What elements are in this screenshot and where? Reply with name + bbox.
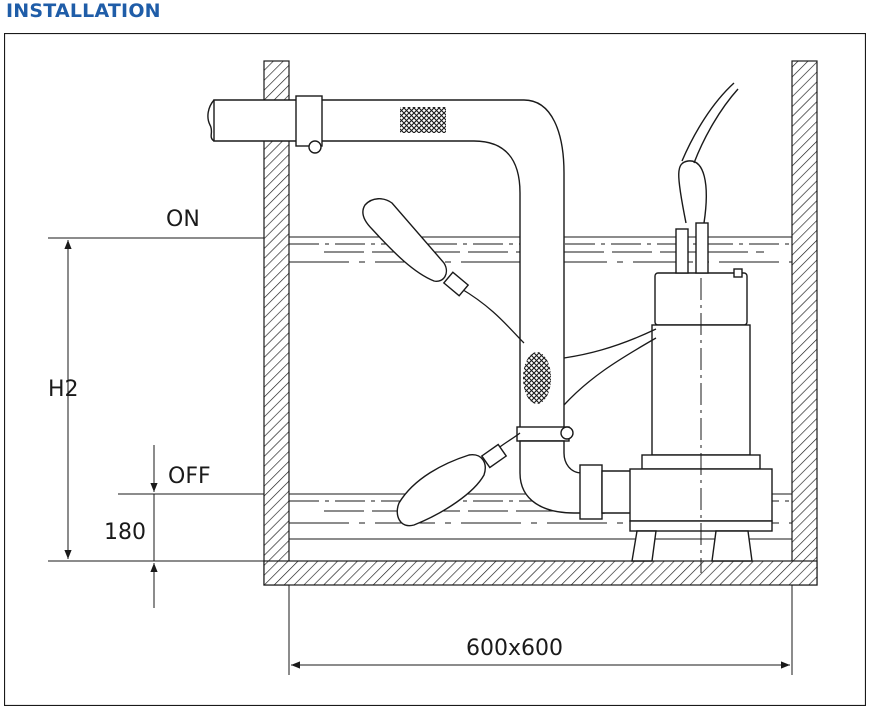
label-on: ON (166, 207, 200, 232)
dimensions (48, 237, 793, 675)
label-180: 180 (104, 520, 146, 545)
float-switch-lower (396, 443, 508, 527)
label-h2: H2 (48, 377, 79, 402)
pump (629, 82, 773, 573)
label-pit-size: 600x600 (466, 636, 563, 661)
float-switch-upper (362, 198, 470, 297)
label-off: OFF (168, 464, 211, 489)
page-heading: INSTALLATION (6, 0, 161, 22)
installation-diagram: ON OFF H2 180 600x600 (4, 33, 866, 706)
discharge-pipe (207, 95, 640, 520)
pit-floor (263, 560, 818, 586)
right-wall (791, 60, 818, 586)
pit-walls (263, 60, 818, 586)
left-wall (263, 60, 290, 586)
